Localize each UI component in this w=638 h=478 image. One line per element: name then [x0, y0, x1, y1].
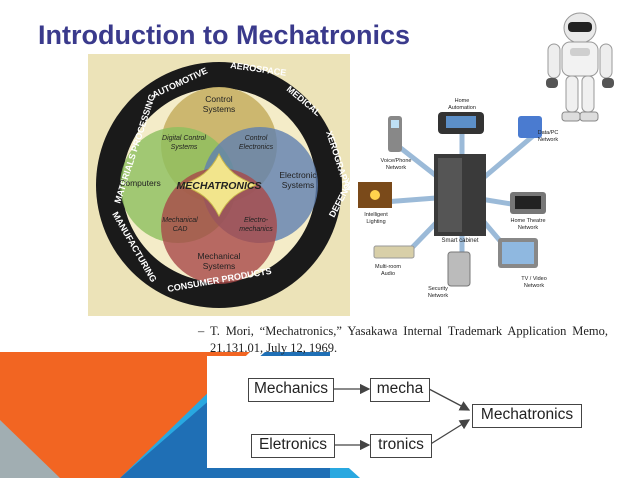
label-electro-mechanics-2: mechanics	[239, 226, 273, 233]
label-digital-control-2: Systems	[171, 144, 198, 151]
label-electro-mechanics-1: Electro-	[244, 217, 269, 224]
mechatronics-wheel: MATERIALS PROCESSING AUTOMOTIVE AEROSPAC…	[88, 54, 350, 316]
node-multi-room-audio-1: Multi-room	[375, 264, 401, 270]
label-mechanical-1: Mechanical	[198, 251, 241, 261]
node-security-2: Network	[428, 293, 448, 299]
label-digital-control-1: Digital Control	[162, 135, 206, 142]
hub-smart-cabinet: Smart cabinet	[441, 238, 478, 244]
flow-box-eletronics: Eletronics	[251, 434, 335, 458]
node-intelligent-lighting-1: Intelligent	[364, 212, 388, 218]
node-home-automation-1: Home	[455, 98, 470, 104]
flow-box-tronics: tronics	[370, 434, 432, 458]
robot-image	[546, 12, 614, 122]
label-control-electronics-2: Electronics	[239, 144, 274, 151]
node-data-pc-1: Data/PC	[538, 130, 559, 136]
node-home-automation-2: Automation	[448, 105, 476, 111]
data-pc-device	[518, 116, 542, 138]
label-control-1: Control	[205, 94, 233, 104]
label-electronic-1: Electronic	[279, 170, 317, 180]
node-tv-video-1: TV / Video	[521, 276, 547, 282]
node-home-theatre-2: Network	[518, 225, 538, 231]
node-security-1: Security	[428, 286, 448, 292]
arrow-tronics-mechatronics	[428, 419, 471, 446]
smart-home-network: Home Automation Data/PC Network Voice/Ph…	[358, 98, 559, 299]
node-tv-video-2: Network	[524, 283, 544, 289]
node-intelligent-lighting-2: Lighting	[366, 219, 385, 225]
light-blue-accent-shape	[0, 420, 60, 478]
node-data-pc-2: Network	[538, 137, 558, 143]
node-multi-room-audio-2: Audio	[381, 271, 395, 277]
node-voice-phone-2: Network	[386, 165, 406, 171]
arrow-mecha-mechatronics	[428, 388, 471, 411]
label-control-electronics-1: Control	[245, 135, 268, 142]
center-star	[180, 152, 258, 218]
reference-text: T. Mori, “Mechatronics,” Yasakawa Intern…	[210, 324, 608, 355]
flow-box-mecha: mecha	[370, 378, 430, 402]
flow-arrows	[333, 383, 471, 451]
flow-box-mechanics: Mechanics	[248, 378, 334, 402]
node-voice-phone-1: Voice/Phone	[381, 158, 412, 164]
orange-accent-shape	[0, 352, 250, 478]
flow-box-mechatronics: Mechatronics	[472, 404, 582, 428]
reference-citation: – T. Mori, “Mechatronics,” Yasakawa Inte…	[198, 323, 608, 357]
node-home-theatre-1: Home Theatre	[510, 218, 545, 224]
label-mechanical-2: Systems	[203, 261, 236, 271]
label-mechanical-cad-2: CAD	[173, 226, 188, 233]
label-mechatronics-center: MECHATRONICS	[177, 180, 262, 192]
label-mechanical-cad-1: Mechanical	[162, 217, 198, 224]
reference-dash: –	[198, 324, 205, 338]
label-control-2: Systems	[203, 104, 236, 114]
mechanical-systems-circle	[161, 168, 277, 284]
slide-title: Introduction to Mechatronics	[38, 20, 411, 50]
label-electronic-2: Systems	[282, 180, 315, 190]
security-device	[447, 251, 471, 287]
multi-room-audio-device	[373, 245, 415, 259]
label-computers: Computers	[119, 178, 161, 188]
